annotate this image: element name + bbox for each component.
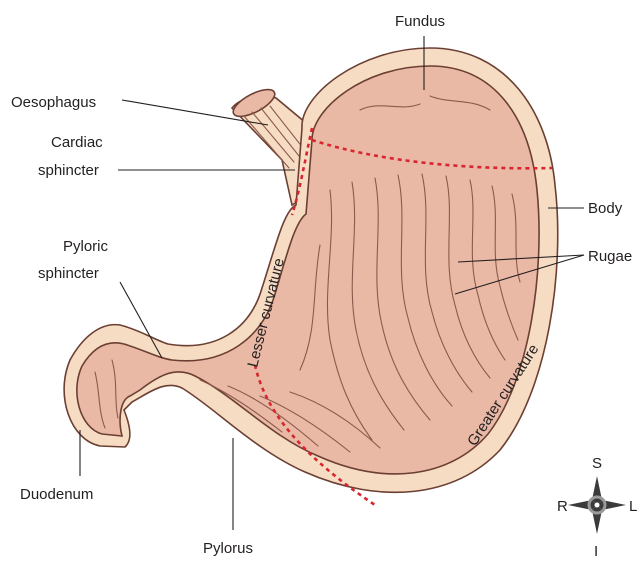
label-rugae: Rugae — [588, 248, 632, 265]
label-duodenum: Duodenum — [20, 486, 93, 503]
label-cardiac-sphincter-line1: Cardiac — [51, 134, 103, 151]
label-pyloric-sphincter-line2: sphincter — [38, 265, 99, 282]
compass-rose-icon — [568, 476, 626, 534]
label-cardiac-sphincter-line2: sphincter — [38, 162, 99, 179]
label-body: Body — [588, 200, 623, 217]
label-pyloric-sphincter-line1: Pyloric — [63, 238, 109, 255]
compass-label-right: R — [557, 498, 568, 515]
label-pylorus: Pylorus — [203, 540, 253, 557]
compass-label-superior: S — [592, 455, 602, 472]
label-oesophagus: Oesophagus — [11, 94, 96, 111]
label-fundus: Fundus — [395, 13, 445, 30]
compass-label-inferior: I — [594, 543, 598, 560]
compass-label-left: L — [629, 498, 637, 515]
